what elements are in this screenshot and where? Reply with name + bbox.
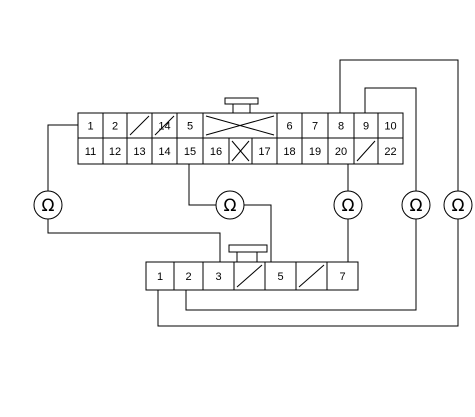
wire-a8-to-meter5	[339, 59, 459, 191]
connector-a-bottom-pin-label: 14	[158, 146, 170, 158]
wire-a9-to-meter4	[364, 87, 417, 191]
connector-a-top-pin-label: 10	[384, 121, 396, 133]
wire-meter2-to-b5	[244, 204, 272, 262]
connector-b-pin-3: 3	[202, 261, 235, 291]
connector-b-pin-label: 3	[215, 271, 221, 283]
ohmmeter-2: Ω	[215, 190, 245, 220]
connector-a-top-pin-10: 9	[353, 112, 379, 139]
connector-a-top-pin-label: 8	[338, 121, 344, 133]
connector-b-pin-5: 5	[264, 261, 297, 291]
connector-a-top-pin-9: 8	[327, 112, 355, 139]
connector-a-bottom-row: 11 12 13 14 15 16 17 18 19 20 22	[77, 137, 404, 165]
connector-a-bottom-pin-12	[353, 137, 379, 165]
connector-b-pin-2: 2	[173, 261, 204, 291]
connector-b-pin-label: 1	[157, 271, 163, 283]
connector-a-bottom-pin-7	[228, 137, 253, 165]
connector-a-top-row: 1 2 14 5 6 7 8 9 10	[77, 112, 404, 139]
connector-a-top-pin-7: 6	[276, 112, 303, 139]
ohmmeter-3: Ω	[333, 190, 363, 220]
ohmmeter-1: Ω	[33, 190, 63, 220]
connector-a-top-pin-label: 14	[158, 121, 170, 133]
connector-a-bottom-pin-label: 20	[335, 146, 347, 158]
connector-a-top-pin-8: 7	[301, 112, 329, 139]
wire-a15-to-meter2	[188, 164, 216, 206]
connector-a-tab	[224, 97, 259, 105]
connector-a-bottom-pin-3: 13	[126, 137, 153, 165]
connector-b-pin-label: 5	[277, 271, 283, 283]
connector-b: 1 2 3 5 7	[145, 244, 359, 291]
connector-b-tab-base	[236, 251, 258, 263]
connector-a-bottom-pin-label: 17	[258, 146, 270, 158]
connector-a-bottom-pin-label: 16	[210, 146, 222, 158]
connector-a-bottom-pin-4: 14	[151, 137, 178, 165]
connector-a-bottom-pin-label: 19	[309, 146, 321, 158]
connector-b-tab	[228, 244, 268, 253]
connector-a-bottom-pin-label: 18	[283, 146, 295, 158]
ohm-symbol: Ω	[410, 196, 423, 216]
connector-a-top-pin-label: 1	[87, 121, 93, 133]
wire-a1-to-b3	[47, 124, 78, 191]
ohm-symbol: Ω	[42, 196, 55, 216]
connector-a-top-pin-4: 14	[151, 112, 178, 139]
ohm-symbol: Ω	[224, 196, 237, 216]
connector-a-top-pin-11: 10	[377, 112, 404, 139]
connector-a-top-pin-3	[126, 112, 153, 139]
connector-a-top-pin-label: 5	[187, 121, 193, 133]
connector-a-top-pin-5: 5	[176, 112, 204, 139]
connector-a-top-pin-label: 7	[312, 121, 318, 133]
connector-a-bottom-pin-label: 13	[133, 146, 145, 158]
connector-a-top-pin-2: 2	[102, 112, 128, 139]
ohmmeter-4: Ω	[401, 190, 431, 220]
connector-a-bottom-pin-label: 12	[109, 146, 121, 158]
connector-b-pin-1: 1	[145, 261, 175, 291]
connector-a-bottom-pin-10: 19	[301, 137, 329, 165]
connector-a-tab-base	[232, 103, 251, 114]
ohmmeter-5: Ω	[443, 190, 473, 220]
connector-a-top-pin-label: 9	[363, 121, 369, 133]
connector-a-bottom-pin-label: 11	[85, 146, 96, 158]
connector-b-pin-7: 7	[326, 261, 359, 291]
connector-a-bottom-pin-2: 12	[102, 137, 128, 165]
wire-meter4-to-b2	[185, 219, 417, 311]
connector-a-bottom-pin-1: 11	[77, 137, 104, 165]
connector-a-top-pin-1: 1	[77, 112, 104, 139]
wires	[47, 59, 459, 327]
connector-a-bottom-pin-11: 20	[327, 137, 355, 165]
connector-b-pin-label: 7	[339, 271, 345, 283]
connector-a-bottom-pin-8: 17	[251, 137, 278, 165]
connector-a-bottom-pin-13: 22	[377, 137, 404, 165]
ohm-symbol: Ω	[452, 196, 465, 216]
connector-a-bottom-pin-9: 18	[276, 137, 303, 165]
connector-b-pin-label: 2	[185, 271, 191, 283]
connector-a-bottom-pin-label: 22	[384, 146, 396, 158]
connector-b-pin-4	[233, 261, 266, 291]
connector-a-top-pin-label: 6	[286, 121, 292, 133]
connector-b-pin-6	[295, 261, 328, 291]
connector-a-bottom-pin-5: 15	[176, 137, 204, 165]
ohm-symbol: Ω	[342, 196, 355, 216]
connector-a-top-pin-label: 2	[112, 121, 118, 133]
wire-meter1-to-b3	[47, 219, 221, 262]
connector-a-bottom-pin-label: 15	[184, 146, 196, 158]
wire-meter5-to-b1	[157, 219, 459, 327]
connector-a-bottom-pin-6: 16	[202, 137, 230, 165]
connector-a-top-pin-6	[202, 112, 278, 139]
connector-b-row: 1 2 3 5 7	[145, 261, 359, 291]
